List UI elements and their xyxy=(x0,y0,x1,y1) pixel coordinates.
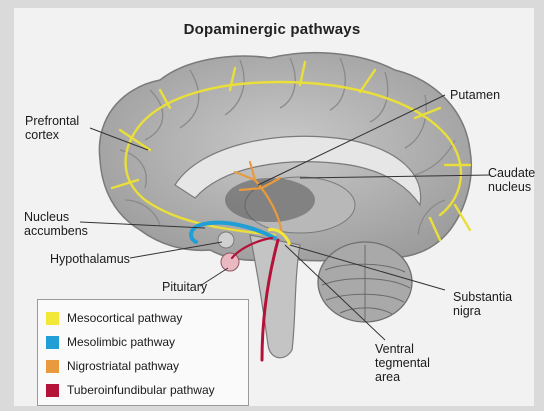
label-putamen: Putamen xyxy=(450,88,500,102)
label-substantia-nigra: Substantia nigra xyxy=(453,290,512,318)
legend: Mesocortical pathway Mesolimbic pathway … xyxy=(37,299,249,406)
legend-item-mesocortical: Mesocortical pathway xyxy=(46,309,182,327)
legend-item-mesolimbic: Mesolimbic pathway xyxy=(46,333,175,351)
hypothalamus-region xyxy=(218,232,234,248)
label-nucleus-accumbens: Nucleus accumbens xyxy=(24,210,88,238)
legend-label: Mesocortical pathway xyxy=(67,311,182,325)
legend-label: Tuberoinfundibular pathway xyxy=(67,383,215,397)
legend-label: Mesolimbic pathway xyxy=(67,335,175,349)
legend-label: Nigrostriatal pathway xyxy=(67,359,179,373)
legend-swatch xyxy=(46,384,59,397)
diagram-title: Dopaminergic pathways xyxy=(0,21,544,38)
legend-item-nigrostriatal: Nigrostriatal pathway xyxy=(46,357,179,375)
label-caudate-nucleus: Caudate nucleus xyxy=(488,166,535,194)
label-ventral-tegmental-area: Ventral tegmental area xyxy=(375,342,430,384)
label-prefrontal-cortex: Prefrontal cortex xyxy=(25,114,79,142)
label-pituitary: Pituitary xyxy=(162,280,207,294)
legend-swatch xyxy=(46,360,59,373)
legend-item-tuberoinfundibular: Tuberoinfundibular pathway xyxy=(46,381,215,399)
legend-swatch xyxy=(46,336,59,349)
label-hypothalamus: Hypothalamus xyxy=(50,252,130,266)
legend-swatch xyxy=(46,312,59,325)
pituitary-gland xyxy=(221,253,239,271)
